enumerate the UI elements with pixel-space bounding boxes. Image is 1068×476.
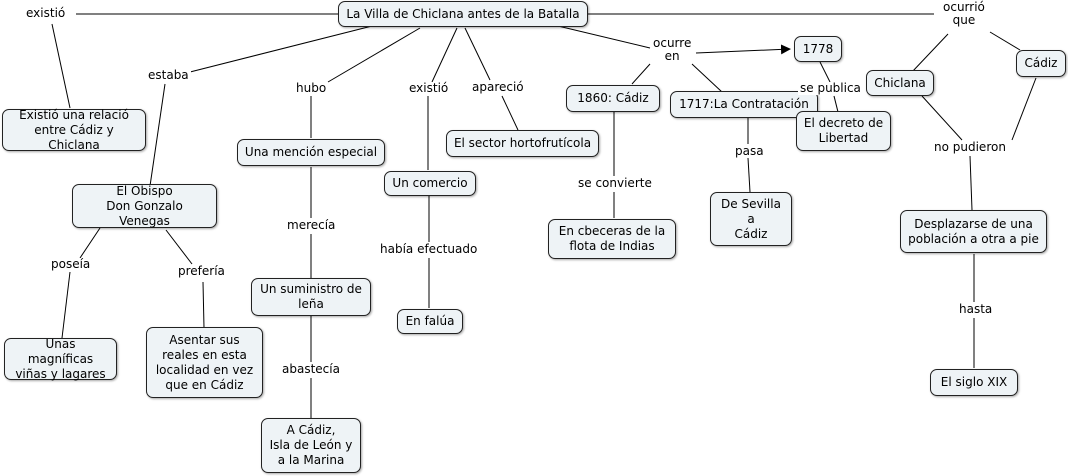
link-pasa-sevilla: [747, 157, 751, 193]
node-falua[interactable]: En falúa: [397, 309, 463, 334]
label-abastecia: abastecía: [280, 362, 342, 376]
label-preferia: prefería: [176, 264, 227, 278]
link-aparecio-hortofruticola: [501, 95, 519, 131]
label-ocurre-en: ocurre en: [651, 36, 694, 63]
node-mencion-especial[interactable]: Una mención especial: [237, 139, 385, 166]
node-villa-chiclana[interactable]: La Villa de Chiclana antes de la Batalla: [338, 1, 588, 27]
node-1860-cadiz[interactable]: 1860: Cádiz: [566, 85, 660, 112]
link-estaba-obispo: [149, 83, 166, 187]
node-1717-contratacion[interactable]: 1717:La Contratación: [670, 91, 818, 118]
label-no-pudieron: no pudieron: [932, 140, 1008, 154]
node-chiclana[interactable]: Chiclana: [866, 70, 934, 96]
node-comercio[interactable]: Un comercio: [384, 171, 476, 196]
link-1778-sepublica: [819, 61, 831, 83]
link-ocurrio-chiclana: [911, 33, 949, 73]
link-ocurre-1778: [695, 44, 791, 55]
label-aparecio: apareció: [470, 80, 526, 94]
node-obispo[interactable]: El Obispo Don Gonzalo Venegas: [72, 184, 217, 228]
label-se-publica: se publica: [798, 81, 863, 95]
node-cadiz[interactable]: Cádiz: [1016, 50, 1066, 77]
label-merecia: merecía: [285, 218, 338, 232]
node-cabeceras-flota[interactable]: En cbeceras de la flota de Indias: [548, 219, 676, 259]
label-existio-comercio: existió: [407, 81, 451, 95]
link-sepublica-decreto: [833, 95, 839, 113]
node-siglo-xix[interactable]: El siglo XIX: [930, 369, 1018, 396]
node-sector-hortofruticola[interactable]: El sector hortofrutícola: [446, 130, 599, 157]
label-estaba: estaba: [146, 68, 191, 82]
link-nopudieron-desplazarse: [969, 155, 973, 211]
link-villa-hubo: [327, 27, 421, 83]
label-pasa: pasa: [733, 144, 766, 158]
node-relacion-cadiz-chiclana[interactable]: Existió una relació entre Cádiz y Chicla…: [2, 108, 146, 152]
label-poseia: poseía: [49, 257, 93, 271]
node-sevilla-cadiz[interactable]: De Sevilla a Cádiz: [710, 192, 792, 246]
label-existio: existió: [24, 6, 68, 20]
link-villa-existio2: [431, 27, 458, 83]
node-asentar-reales[interactable]: Asentar sus reales en esta localidad en …: [146, 327, 263, 398]
node-suministro-lena[interactable]: Un suministro de leña: [251, 278, 371, 316]
link-preferia-asentar: [202, 281, 205, 329]
node-vinas-lagares[interactable]: Unas magníficas viñas y lagares: [4, 337, 117, 381]
link-existio-relacion: [51, 23, 71, 109]
link-villa-aparecio: [464, 27, 491, 81]
node-decreto-libertad[interactable]: El decreto de Libertad: [796, 111, 891, 151]
link-ocurre-1717: [691, 63, 723, 93]
link-obispo-poseia: [79, 227, 101, 259]
link-villa-ocurre: [557, 25, 651, 49]
label-hasta: hasta: [957, 302, 995, 316]
link-villa-estaba: [189, 25, 373, 73]
node-1778[interactable]: 1778: [794, 36, 842, 62]
link-chiclana-nopudieron: [921, 95, 963, 141]
node-desplazarse[interactable]: Desplazarse de una población a otra a pi…: [900, 210, 1047, 253]
label-hubo: hubo: [294, 81, 329, 95]
label-habia-efectuado: había efectuado: [378, 242, 480, 256]
node-a-cadiz-isla[interactable]: A Cádiz, Isla de León y a la Marina: [261, 418, 361, 473]
label-se-convierte: se convierte: [576, 176, 654, 190]
link-ocurre-1860: [631, 63, 651, 85]
link-poseia-vinas: [61, 271, 71, 339]
label-ocurrio-que: ocurrió que: [941, 0, 987, 27]
link-cadiz-nopudieron: [1011, 77, 1037, 141]
link-obispo-preferia: [165, 229, 193, 265]
link-ocurrio-cadiz: [989, 31, 1021, 51]
